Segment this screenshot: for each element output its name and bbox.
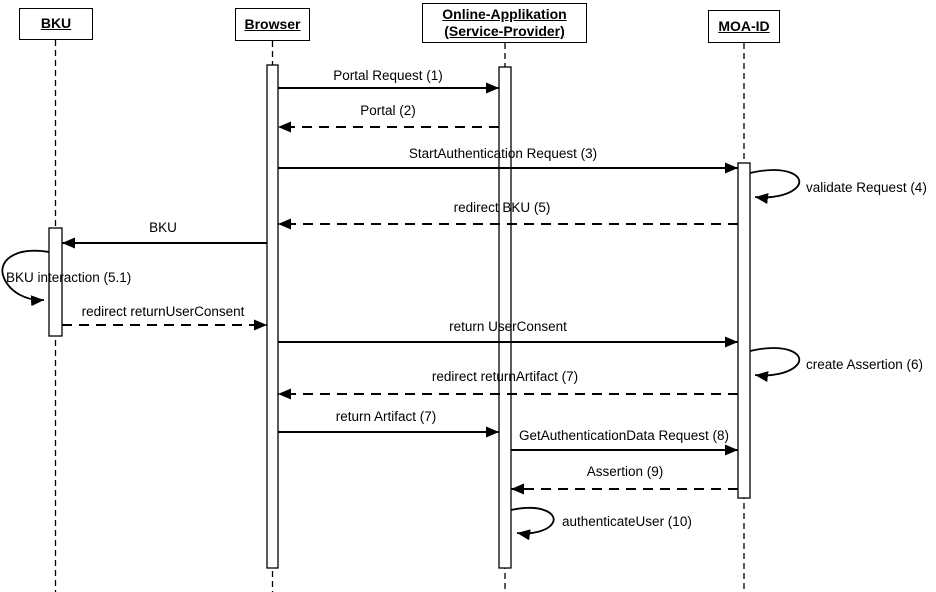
activation-bar-browser — [266, 64, 279, 569]
actor-label-bku: BKU — [40, 15, 72, 32]
message-label-get-authentication-data-request: GetAuthenticationData Request (8) — [518, 428, 730, 443]
message-label-validate-request: validate Request (4) — [806, 180, 927, 195]
actor-box-moa-id: MOA-ID — [708, 10, 780, 43]
message-label-assertion: Assertion (9) — [586, 464, 664, 479]
activation-bar-moa-id — [737, 162, 751, 499]
activation-bar-online-app — [498, 66, 512, 569]
selfloop-bku-interaction — [1, 249, 50, 307]
message-label-bku: BKU — [149, 220, 177, 235]
actor-label-moa-id: MOA-ID — [718, 17, 770, 34]
selfloop-create-assertion — [749, 347, 800, 383]
message-label-start-authentication-request: StartAuthentication Request (3) — [408, 146, 598, 161]
message-label-redirect-bku: redirect BKU (5) — [453, 200, 551, 215]
activation-bar-bku — [48, 227, 63, 337]
message-label-redirect-return-user-consent: redirect returnUserConsent — [81, 304, 245, 319]
message-label-portal: Portal (2) — [360, 103, 416, 118]
message-label-return-user-consent: return UserConsent — [449, 319, 567, 334]
message-label-authenticate-user: authenticateUser (10) — [562, 514, 692, 529]
actor-label-online-app: Online-Applikation (Service-Provider) — [442, 5, 567, 39]
message-label-bku-interaction: BKU interaction (5.1) — [6, 270, 132, 285]
message-label-create-assertion: create Assertion (6) — [806, 357, 924, 372]
actor-box-online-app: Online-Applikation (Service-Provider) — [422, 3, 587, 43]
actor-box-browser: Browser — [235, 8, 310, 41]
selfloop-authenticate-user — [510, 507, 555, 541]
actor-box-bku: BKU — [19, 8, 93, 40]
selfloop-validate-request — [749, 169, 800, 205]
actor-label-browser: Browser — [244, 15, 301, 32]
message-label-portal-request: Portal Request (1) — [333, 68, 443, 83]
message-label-return-artifact: return Artifact (7) — [335, 409, 437, 424]
message-label-redirect-return-artifact: redirect returnArtifact (7) — [431, 369, 579, 384]
